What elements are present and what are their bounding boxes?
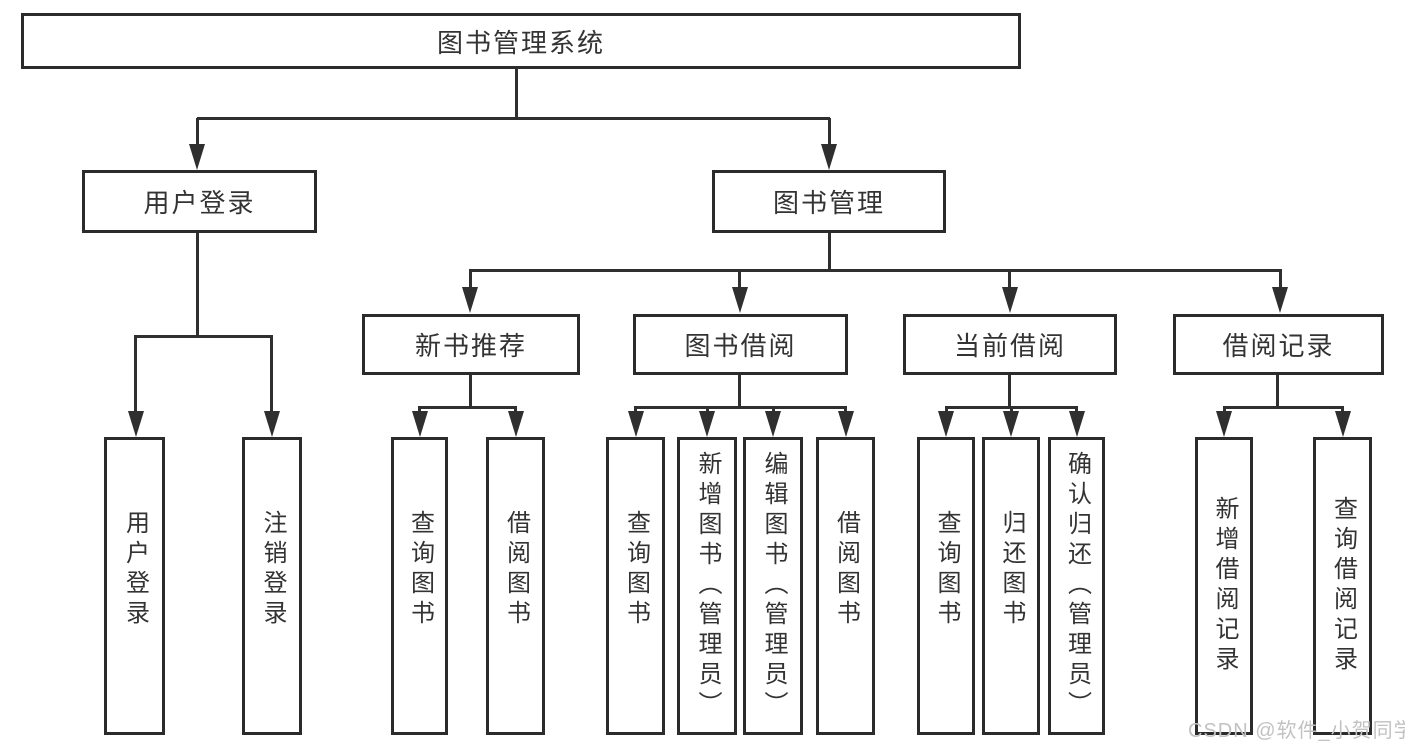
connector-line [1276,375,1279,407]
node-label: 查询图书 [406,510,434,630]
node-new-book-recommend: 新书推荐 [362,314,580,375]
leaf-borrow-books-recommend: 借阅图书 [486,437,545,735]
arrow-head [628,411,644,437]
node-label: 编辑图书（管理员） [760,451,787,721]
connector-line [772,406,775,411]
node-label: 新书推荐 [414,331,527,361]
connector-line [469,270,472,288]
node-label: 用户登录 [143,188,256,218]
arrow-head [1002,287,1018,313]
leaf-add-book-admin: 新增图书（管理员） [677,437,737,735]
arrow-head [264,411,280,437]
node-label: 归还图书 [998,510,1025,630]
leaf-query-books-borrowing: 查询图书 [606,437,665,735]
node-book-borrowing: 图书借阅 [633,314,848,375]
leaf-add-borrow-record: 新增借阅记录 [1195,437,1253,735]
arrow-head [1335,411,1351,437]
connector-line [634,406,846,409]
connector-line [134,336,137,411]
arrow-head [699,411,715,437]
connector-line [1075,406,1078,411]
node-label: 查询借阅记录 [1329,496,1357,676]
connector-line [270,336,273,411]
connector-line [418,406,421,411]
connector-line [134,335,273,338]
connector-line [945,406,948,411]
leaf-confirm-return-admin: 确认归还（管理员） [1048,437,1105,735]
arrow-head [412,411,428,437]
arrow-head [462,287,478,313]
arrow-head [1272,287,1288,313]
node-borrowing-records: 借阅记录 [1173,314,1384,375]
node-label: 图书管理系统 [436,27,605,58]
leaf-query-borrow-record: 查询借阅记录 [1313,437,1372,735]
arrow-head [732,287,748,313]
connector-line [196,233,199,336]
connector-line [196,118,199,144]
node-label: 借阅图书 [502,510,530,630]
arrow-head [838,411,854,437]
arrow-head [1069,411,1085,437]
node-label: 用户登录 [121,510,149,630]
arrow-head [508,411,524,437]
node-label: 注销登录 [259,510,286,630]
connector-line [469,375,472,407]
node-label: 确认归还（管理员） [1063,451,1091,721]
leaf-edit-book-admin: 编辑图书（管理员） [743,437,803,735]
connector-line [1341,406,1344,411]
connector-line [197,117,830,120]
connector-line [706,406,709,411]
connector-line [515,68,518,120]
connector-line [1008,270,1011,288]
leaf-query-books-current: 查询图书 [917,437,975,735]
watermark: CSDN @软件_小贺同学 [1188,720,1405,742]
connector-line [1010,406,1013,411]
arrow-head [821,144,837,170]
arrow-head [765,411,781,437]
node-current-borrowing: 当前借阅 [903,314,1117,375]
node-label: 查询图书 [622,510,650,630]
connector-line [828,233,831,270]
connector-line [634,406,637,411]
leaf-user-login: 用户登录 [104,437,165,735]
node-label: 借阅记录 [1222,331,1335,361]
node-label: 图书借阅 [684,331,797,361]
arrow-head [1003,411,1019,437]
connector-line [1008,375,1011,407]
node-label: 新增图书（管理员） [694,451,721,721]
node-book-management: 图书管理 [712,170,946,233]
connector-line [1223,406,1226,411]
node-label: 借阅图书 [832,510,860,630]
connector-line [738,270,741,288]
connector-line [418,406,516,409]
leaf-return-books: 归还图书 [982,437,1040,735]
node-label: 查询图书 [933,510,960,630]
node-label: 图书管理 [772,188,885,218]
arrow-head [128,411,144,437]
connector-line [1279,270,1282,288]
arrow-head [1216,411,1232,437]
leaf-borrow-books-borrowing: 借阅图书 [816,437,875,735]
arrow-head [189,144,205,170]
node-user-login: 用户登录 [82,170,317,233]
node-label: 新增借阅记录 [1211,496,1238,676]
connector-line [1223,406,1343,409]
node-label: 当前借阅 [953,331,1066,361]
connector-line [828,118,831,144]
connector-line [738,375,741,407]
arrow-head [938,411,954,437]
leaf-logout: 注销登录 [242,437,302,735]
node-root: 图书管理系统 [21,13,1021,69]
leaf-query-books-recommend: 查询图书 [391,437,448,735]
connector-line [514,406,517,411]
connector-line [844,406,847,411]
connector-line [469,269,1282,272]
